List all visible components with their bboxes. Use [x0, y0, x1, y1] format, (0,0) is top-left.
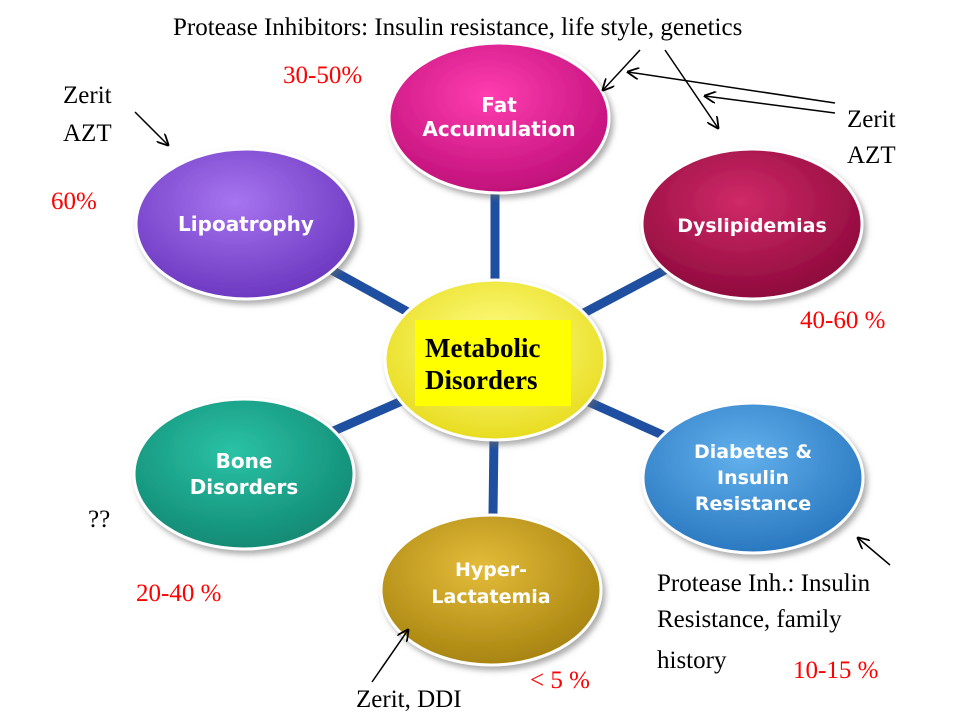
- annotation-arrows: [134, 49, 891, 683]
- node-fat-line2: Accumulation: [422, 117, 575, 141]
- annotation-lipo-percent: 60%: [51, 188, 97, 215]
- arrow-pi-to-fat: [603, 49, 641, 90]
- node-lipoatrophy: Lipoatrophy: [134, 147, 358, 301]
- node-hyper-line1: Hyper-: [455, 559, 527, 581]
- arrow-azt-right-to-fat: [705, 96, 836, 114]
- arrow-zerit-ddi-to-hyper: [371, 630, 408, 683]
- node-dyslipidemias: Dyslipidemias: [640, 147, 864, 301]
- center-label-line2: Disorders: [425, 365, 538, 395]
- annotation-diab-cause-1: Protease Inh.: Insulin: [657, 570, 871, 597]
- node-hyperlactatemia: Hyper- Lactatemia: [379, 513, 603, 667]
- node-lipo-line1: Lipoatrophy: [178, 212, 314, 236]
- arrow-zerit-left-to-lipo: [134, 111, 168, 145]
- node-bone-line1: Bone: [216, 449, 273, 473]
- node-fat-line1: Fat: [481, 93, 517, 117]
- annotation-dys-percent: 40-60 %: [800, 307, 886, 334]
- annotation-diab-percent: 10-15 %: [793, 657, 879, 684]
- annotation-diab-cause-3: history: [657, 647, 727, 674]
- node-dys-line1: Dyslipidemias: [677, 215, 827, 237]
- node-dys-ellipse: [640, 147, 864, 301]
- node-diabetes-insulin-resistance: Diabetes & Insulin Resistance: [641, 401, 865, 555]
- center-label-line1: Metabolic: [425, 333, 541, 363]
- annotation-top-causes: Protease Inhibitors: Insulin resistance,…: [173, 14, 743, 41]
- node-lipo-ellipse: [134, 147, 358, 301]
- node-diab-line1: Diabetes &: [694, 441, 812, 463]
- annotation-diab-cause-2: Resistance, family: [657, 606, 842, 633]
- node-diab-ellipse: [641, 401, 865, 555]
- annotation-hyper-percent: < 5 %: [530, 667, 590, 694]
- center-label: Metabolic Disorders: [415, 320, 571, 406]
- annotation-hyper-cause: Zerit, DDI: [356, 686, 462, 713]
- annotation-zerit-left: Zerit: [63, 82, 112, 109]
- node-diab-line2: Insulin: [717, 467, 789, 489]
- arrow-pi-to-diabetes: [858, 538, 891, 566]
- node-hyper-line2: Lactatemia: [431, 586, 550, 608]
- node-hyper-ellipse: [379, 513, 603, 667]
- arrow-zerit-right-to-fat: [628, 72, 836, 104]
- node-bone-ellipse: [132, 397, 356, 551]
- node-fat-ellipse: [387, 41, 611, 195]
- node-fat-accumulation: Fat Accumulation: [387, 41, 611, 195]
- node-bone-disorders: Bone Disorders: [132, 397, 356, 551]
- arrow-pi-to-dys: [664, 49, 718, 128]
- annotation-azt-right: AZT: [847, 142, 896, 169]
- annotation-bone-unknown: ??: [88, 506, 111, 533]
- node-bone-line2: Disorders: [190, 475, 299, 499]
- node-diab-line3: Resistance: [695, 493, 811, 515]
- annotation-azt-left: AZT: [63, 120, 112, 147]
- annotation-fat-percent: 30-50%: [283, 62, 363, 89]
- annotation-zerit-right: Zerit: [847, 106, 896, 133]
- annotation-bone-percent: 20-40 %: [136, 580, 222, 607]
